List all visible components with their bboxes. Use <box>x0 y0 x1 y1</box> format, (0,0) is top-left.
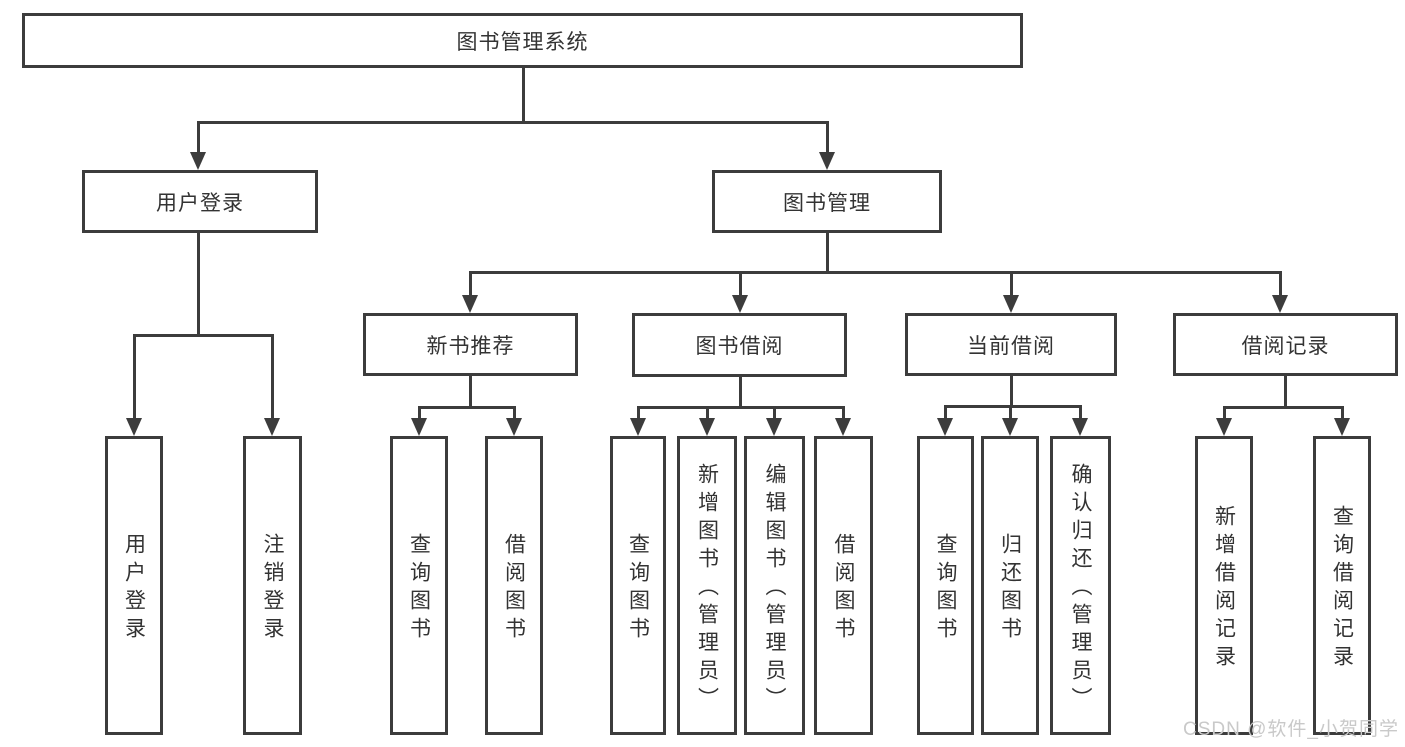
connector-line <box>1283 376 1287 407</box>
arrow-down-icon <box>1002 418 1018 436</box>
arrow-down-icon <box>190 152 206 170</box>
connector-line <box>132 333 274 337</box>
leaf-add-borrow-record: 新增借阅记录 <box>1195 436 1253 735</box>
arrow-down-icon <box>1334 418 1350 436</box>
leaf-logout: 注销登录 <box>243 436 302 735</box>
node-borrow-record: 借阅记录 <box>1173 313 1398 376</box>
connector-line <box>1340 407 1344 424</box>
arrow-down-icon <box>1072 418 1088 436</box>
connector-line <box>943 404 1082 408</box>
arrow-down-icon <box>630 418 646 436</box>
connector-line <box>772 407 776 424</box>
connector-line <box>196 120 829 124</box>
arrow-down-icon <box>699 418 715 436</box>
connector-line <box>512 407 516 424</box>
connector-line <box>468 376 472 407</box>
connector-line <box>468 270 1282 274</box>
connector-line <box>1009 272 1013 301</box>
leaf-add-book-admin: 新增图书（管理员） <box>677 436 737 735</box>
connector-line <box>417 407 421 424</box>
node-book-management: 图书管理 <box>712 170 942 233</box>
node-user-login: 用户登录 <box>82 170 318 233</box>
connector-line <box>1078 406 1082 424</box>
connector-line <box>468 272 472 301</box>
arrow-down-icon <box>264 418 280 436</box>
connector-line <box>705 407 709 424</box>
node-library-management-system: 图书管理系统 <box>22 13 1023 68</box>
node-current-borrow: 当前借阅 <box>905 313 1117 376</box>
node-new-book-recommend: 新书推荐 <box>363 313 578 376</box>
connector-line <box>636 407 640 424</box>
leaf-borrow-book: 借阅图书 <box>814 436 873 735</box>
leaf-query-books-current: 查询图书 <box>917 436 974 735</box>
connector-line <box>196 122 200 158</box>
arrow-down-icon <box>766 418 782 436</box>
arrow-down-icon <box>835 418 851 436</box>
connector-line <box>1222 405 1344 409</box>
connector-line <box>270 335 274 424</box>
node-book-borrow: 图书借阅 <box>632 313 847 377</box>
arrow-down-icon <box>411 418 427 436</box>
connector-line <box>825 122 829 158</box>
connector-line <box>521 68 525 122</box>
leaf-query-books-borrow: 查询图书 <box>610 436 666 735</box>
arrow-down-icon <box>1003 295 1019 313</box>
leaf-edit-book-admin: 编辑图书（管理员） <box>744 436 805 735</box>
arrow-down-icon <box>937 418 953 436</box>
leaf-user-login: 用户登录 <box>105 436 163 735</box>
connector-line <box>1222 407 1226 424</box>
connector-line <box>943 406 947 424</box>
connector-line <box>636 405 845 409</box>
leaf-confirm-return-admin: 确认归还（管理员） <box>1050 436 1111 735</box>
arrow-down-icon <box>819 152 835 170</box>
connector-line <box>196 233 200 335</box>
csdn-watermark: CSDN @软件_小贺同学 <box>1183 719 1399 740</box>
connector-line <box>417 405 516 409</box>
connector-line <box>825 233 829 272</box>
connector-line <box>738 272 742 301</box>
connector-line <box>1009 376 1013 406</box>
connector-line <box>1008 406 1012 424</box>
connector-line <box>841 407 845 424</box>
arrow-down-icon <box>462 295 478 313</box>
leaf-query-books-recommend: 查询图书 <box>390 436 448 735</box>
arrow-down-icon <box>126 418 142 436</box>
connector-line <box>738 377 742 407</box>
leaf-return-book: 归还图书 <box>981 436 1039 735</box>
leaf-borrow-books-recommend: 借阅图书 <box>485 436 543 735</box>
leaf-query-borrow-record: 查询借阅记录 <box>1313 436 1371 735</box>
connector-line <box>1278 272 1282 301</box>
connector-line <box>132 335 136 424</box>
arrow-down-icon <box>506 418 522 436</box>
arrow-down-icon <box>1216 418 1232 436</box>
arrow-down-icon <box>732 295 748 313</box>
arrow-down-icon <box>1272 295 1288 313</box>
